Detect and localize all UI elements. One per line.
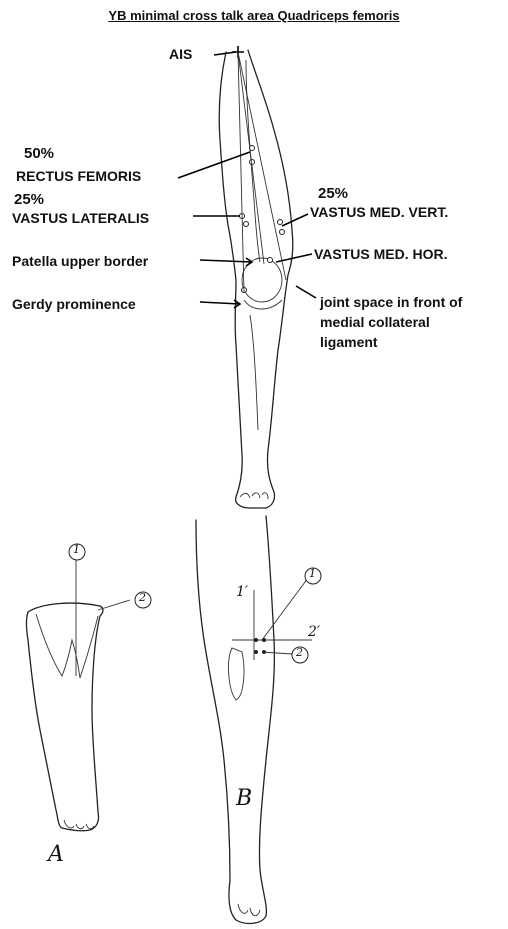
sketch-b (196, 516, 321, 923)
sketch-a-label: A (48, 842, 64, 867)
label-pct-rectus: 50% (24, 146, 54, 162)
label-joint-space-line1: joint space in front of (320, 294, 462, 310)
marker-a-2: 2 (139, 591, 146, 604)
label-pct-medvert: 25% (318, 186, 348, 202)
sketch-b-label: B (236, 786, 252, 811)
label-pct-lateralis: 25% (14, 192, 44, 208)
label-patella-upper-border: Patella upper border (12, 253, 148, 269)
reference-lines (238, 52, 286, 292)
label-rectus-femoris: RECTUS FEMORIS (16, 168, 141, 184)
label-joint-space-line2: medial collateral (320, 314, 430, 330)
label-joint-space-line3: ligament (320, 334, 378, 350)
upper-leg-outline (219, 46, 293, 508)
marker-a-1: 1 (73, 543, 80, 556)
label-gerdy-prominence: Gerdy prominence (12, 296, 136, 312)
label-vastus-lateralis: VASTUS LATERALIS (12, 210, 149, 226)
sketch-a (27, 544, 152, 831)
marker-b-2: 2 (296, 646, 303, 659)
tag-1-prime: 1′ (236, 584, 248, 600)
tag-2-prime: 2′ (308, 624, 320, 640)
marker-b-1: 1 (309, 567, 316, 580)
label-vastus-med-vert: VASTUS MED. VERT. (310, 204, 448, 220)
label-vastus-med-hor: VASTUS MED. HOR. (314, 246, 448, 262)
label-ais: AIS (169, 46, 192, 62)
